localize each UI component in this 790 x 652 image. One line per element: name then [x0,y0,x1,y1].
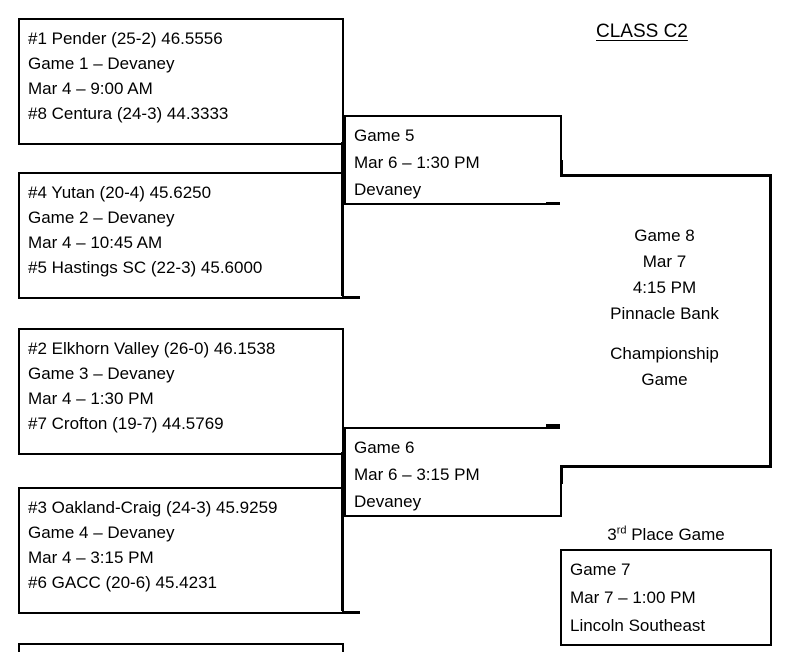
game-4-line-4: #6 GACC (20-6) 45.4231 [28,573,217,592]
game-2-line-2: Game 2 – Devaney [28,208,175,227]
championship-details: Game 8 Mar 7 4:15 PM Pinnacle Bank Champ… [560,223,769,393]
third-place-label-suffix: Place Game [626,525,725,544]
game-7-line-3: Lincoln Southeast [570,616,706,635]
game-1-line-2: Game 1 – Devaney [28,54,175,73]
game-4-line-3: Mar 4 – 3:15 PM [28,548,154,567]
game-4-line-2: Game 4 – Devaney [28,523,175,542]
connector-game6-out [546,424,562,427]
game-2-line-1: #4 Yutan (20-4) 45.6250 [28,183,212,202]
game-2-box[interactable]: #4 Yutan (20-4) 45.6250 Game 2 – Devaney… [18,172,344,299]
championship-spacer [560,327,769,341]
championship-line-1: Game 8 [634,226,695,245]
game-2-line-3: Mar 4 – 10:45 AM [28,233,163,252]
game-3-line-1: #2 Elkhorn Valley (26-0) 46.1538 [28,339,276,358]
game-7-box[interactable]: Game 7 Mar 7 – 1:00 PM Lincoln Southeast [560,549,772,646]
game-3-line-2: Game 3 – Devaney [28,364,175,383]
connector-pair-top [341,142,344,296]
connector-game5-out [546,202,562,205]
page-title: CLASS C2 [596,21,688,42]
connector-game4-out [344,611,360,614]
championship-line-3: 4:15 PM [632,278,697,297]
championship-line-2: Mar 7 [642,252,687,271]
third-place-label: 3rd Place Game [560,524,772,546]
game-1-line-1: #1 Pender (25-2) 46.5556 [28,29,223,48]
game-4-box[interactable]: #3 Oakland-Craig (24-3) 45.9259 Game 4 –… [18,487,344,614]
game-3-line-3: Mar 4 – 1:30 PM [28,389,154,408]
connector-game2-out [344,296,360,299]
game-6-line-2: Mar 6 – 3:15 PM [354,465,480,484]
game-6-box[interactable]: Game 6 Mar 6 – 3:15 PM Devaney [344,427,562,517]
game-3-box[interactable]: #2 Elkhorn Valley (26-0) 46.1538 Game 3 … [18,328,344,455]
game-1-box[interactable]: #1 Pender (25-2) 46.5556 Game 1 – Devane… [18,18,344,145]
game-9-box-partial[interactable] [18,643,344,652]
game-4-line-1: #3 Oakland-Craig (24-3) 45.9259 [28,498,278,517]
game-7-line-1: Game 7 [570,560,631,579]
game-7-line-2: Mar 7 – 1:00 PM [570,588,696,607]
championship-line-4: Pinnacle Bank [610,304,719,323]
championship-box[interactable]: Game 8 Mar 7 4:15 PM Pinnacle Bank Champ… [560,174,772,468]
game-1-line-3: Mar 4 – 9:00 AM [28,79,153,98]
game-3-line-4: #7 Crofton (19-7) 44.5769 [28,414,224,433]
connector-pair-bottom [341,452,344,611]
game-5-line-3: Devaney [354,180,422,199]
game-2-line-4: #5 Hastings SC (22-3) 45.6000 [28,258,263,277]
championship-label-1: Championship [610,344,719,363]
game-5-line-1: Game 5 [354,126,415,145]
game-6-line-1: Game 6 [354,438,415,457]
third-place-label-prefix: 3 [607,525,617,544]
game-5-box[interactable]: Game 5 Mar 6 – 1:30 PM Devaney [344,115,562,205]
third-place-label-sup: rd [616,524,627,537]
game-6-line-3: Devaney [354,492,422,511]
game-1-line-4: #8 Centura (24-3) 44.3333 [28,104,229,123]
game-5-line-2: Mar 6 – 1:30 PM [354,153,480,172]
championship-label-2: Game [641,370,688,389]
